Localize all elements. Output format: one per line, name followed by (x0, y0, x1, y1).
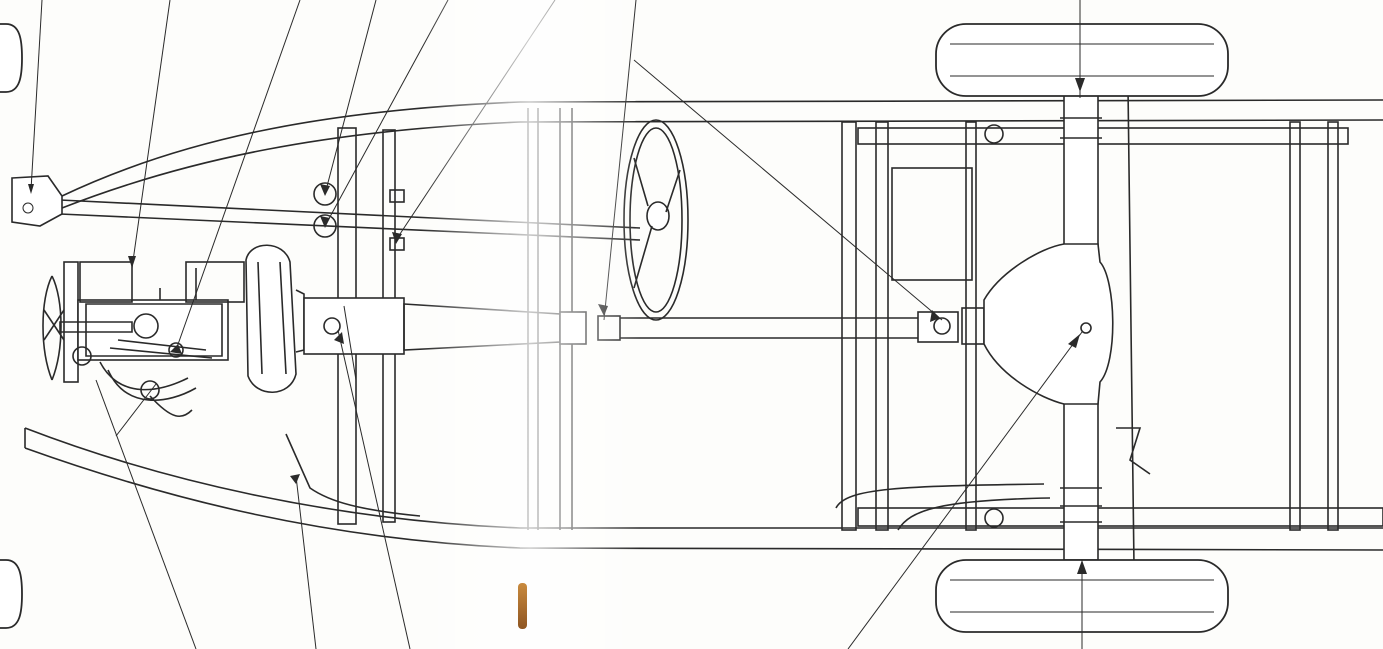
leader-line-gearbox-top (343, 305, 357, 381)
leader-line-pedal-lower (324, 0, 449, 227)
control-fittings (285, 182, 421, 517)
leader-line-pedal-upper (324, 0, 377, 195)
fuel-tank (891, 167, 973, 281)
rear-axle-differential (835, 87, 1151, 567)
leader-line-front-joint (603, 0, 637, 321)
leader-line-gearbox (337, 329, 411, 649)
leader-lines (30, 0, 1083, 649)
leader-line-front-axle (30, 0, 43, 191)
leader-line-engine-side (175, 0, 301, 351)
propeller-shaft (620, 307, 985, 345)
leader-line-crossmember (395, 0, 556, 241)
leader-line-manifold (115, 383, 157, 437)
leader-line-engine-top (131, 0, 171, 269)
leader-line-engine-front (95, 379, 197, 649)
engine (42, 261, 245, 418)
steering-wheel (623, 119, 689, 321)
rear-wheel-right (935, 23, 1229, 97)
flywheel-housing (245, 244, 305, 394)
leader-line-rear-joint (633, 59, 943, 321)
bookmark-ribbon (518, 583, 527, 629)
leader-line-differential (847, 331, 1083, 649)
frame-cross-members (337, 108, 1383, 531)
front-wheel-left (0, 559, 23, 629)
front-wheel-right (0, 23, 23, 93)
leader-line-brake (295, 475, 317, 649)
leader-arrowheads (128, 78, 1087, 574)
